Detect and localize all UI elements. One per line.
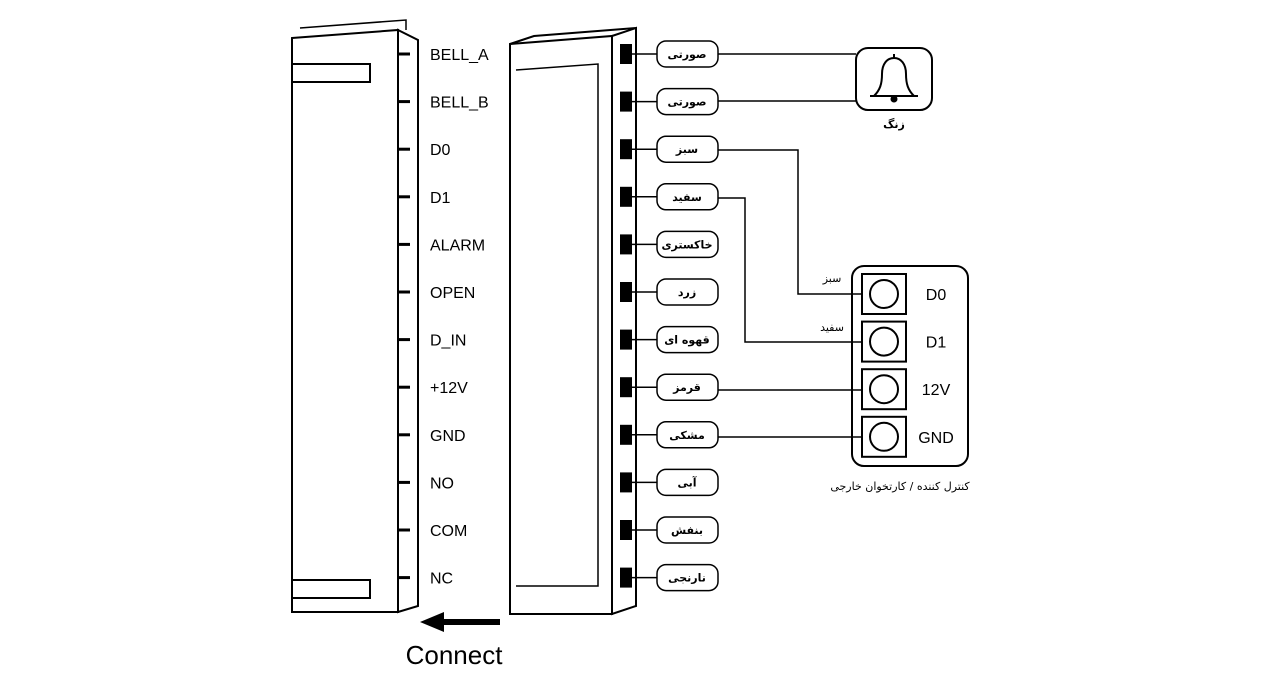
terminal-screw (869, 326, 899, 357)
wire-label: خاکستری (661, 238, 712, 251)
wire-label: صورتی (667, 48, 706, 61)
wire-label-pill (656, 373, 719, 401)
wire-label-pill (656, 135, 719, 163)
connect-arrow (420, 612, 500, 632)
wire-label-pill (656, 468, 719, 497)
pin-label: BELL_A (430, 47, 489, 64)
wire-terminal (620, 329, 632, 350)
wire-label: قهوه ای (664, 334, 710, 347)
controller-terminal-label: D0 (926, 287, 947, 304)
pin-label: COM (430, 523, 467, 540)
wire-label: نارنجی (668, 572, 706, 585)
wire-label: آبی (677, 475, 696, 489)
pin-label: NC (430, 571, 453, 588)
left-connector-block (291, 19, 419, 614)
wire-label-pill (656, 230, 719, 259)
pin-label: +12V (430, 380, 468, 397)
wire-terminal (620, 139, 632, 160)
controller-terminal-label: D1 (926, 335, 947, 352)
wire-label: قرمز (672, 381, 701, 394)
pin-label: GND (430, 428, 466, 445)
wire-label-pill (656, 421, 719, 449)
wire-terminal (620, 377, 632, 398)
wire-label-pill (656, 563, 719, 592)
bell-box: زنگ (855, 47, 933, 131)
wire-label-green-controller: سبز (822, 272, 842, 285)
terminal-screw (869, 421, 899, 452)
wire-label: مشکی (669, 429, 705, 442)
pin-label: BELL_B (430, 95, 489, 112)
wire-label: بنفش (671, 524, 703, 537)
wire-label-list: صورتی صورتی سبز سفید خاکستری زرد قهوه ای قرمز مش… (620, 40, 719, 592)
wire-label-pill (656, 183, 719, 211)
wire-label: سفید (672, 191, 702, 204)
wire-label-pill (656, 516, 719, 544)
controller-terminal-label: 12V (922, 382, 951, 399)
wire-terminal (620, 44, 632, 64)
pin-label: ALARM (430, 237, 485, 254)
wire-terminal (620, 424, 632, 445)
bell-label: زنگ (883, 117, 905, 131)
wire-label: زرد (678, 286, 696, 299)
wire-terminal (620, 234, 632, 255)
pin-label: D_IN (430, 333, 466, 350)
wire-terminal (620, 282, 632, 302)
terminal-screw (869, 279, 899, 309)
pin-label: D1 (430, 190, 451, 207)
terminal-screw (869, 374, 899, 405)
controller-wires (718, 149, 862, 438)
bell-wires (718, 53, 856, 102)
wire-terminal (620, 520, 632, 540)
wire-terminal (620, 91, 632, 112)
wire-terminal (620, 567, 632, 588)
connect-label: Connect (406, 640, 504, 670)
controller-caption: کنترل کننده / کارتخوان خارجی (830, 480, 970, 493)
controller-terminal-label: GND (918, 430, 954, 447)
wire-label-pill (656, 325, 719, 354)
wire-label-white-controller: سفید (820, 321, 844, 334)
wire-label-pill (656, 278, 719, 306)
wire-terminal (620, 472, 632, 493)
pin-label: D0 (430, 142, 451, 159)
bell-icon (870, 54, 918, 103)
right-connector-block (509, 26, 637, 616)
wire-terminal (620, 186, 632, 207)
wire-label: سبز (675, 143, 698, 156)
wire-label: صورتی (667, 96, 706, 109)
pin-label: NO (430, 475, 454, 492)
pin-label: OPEN (430, 285, 475, 302)
